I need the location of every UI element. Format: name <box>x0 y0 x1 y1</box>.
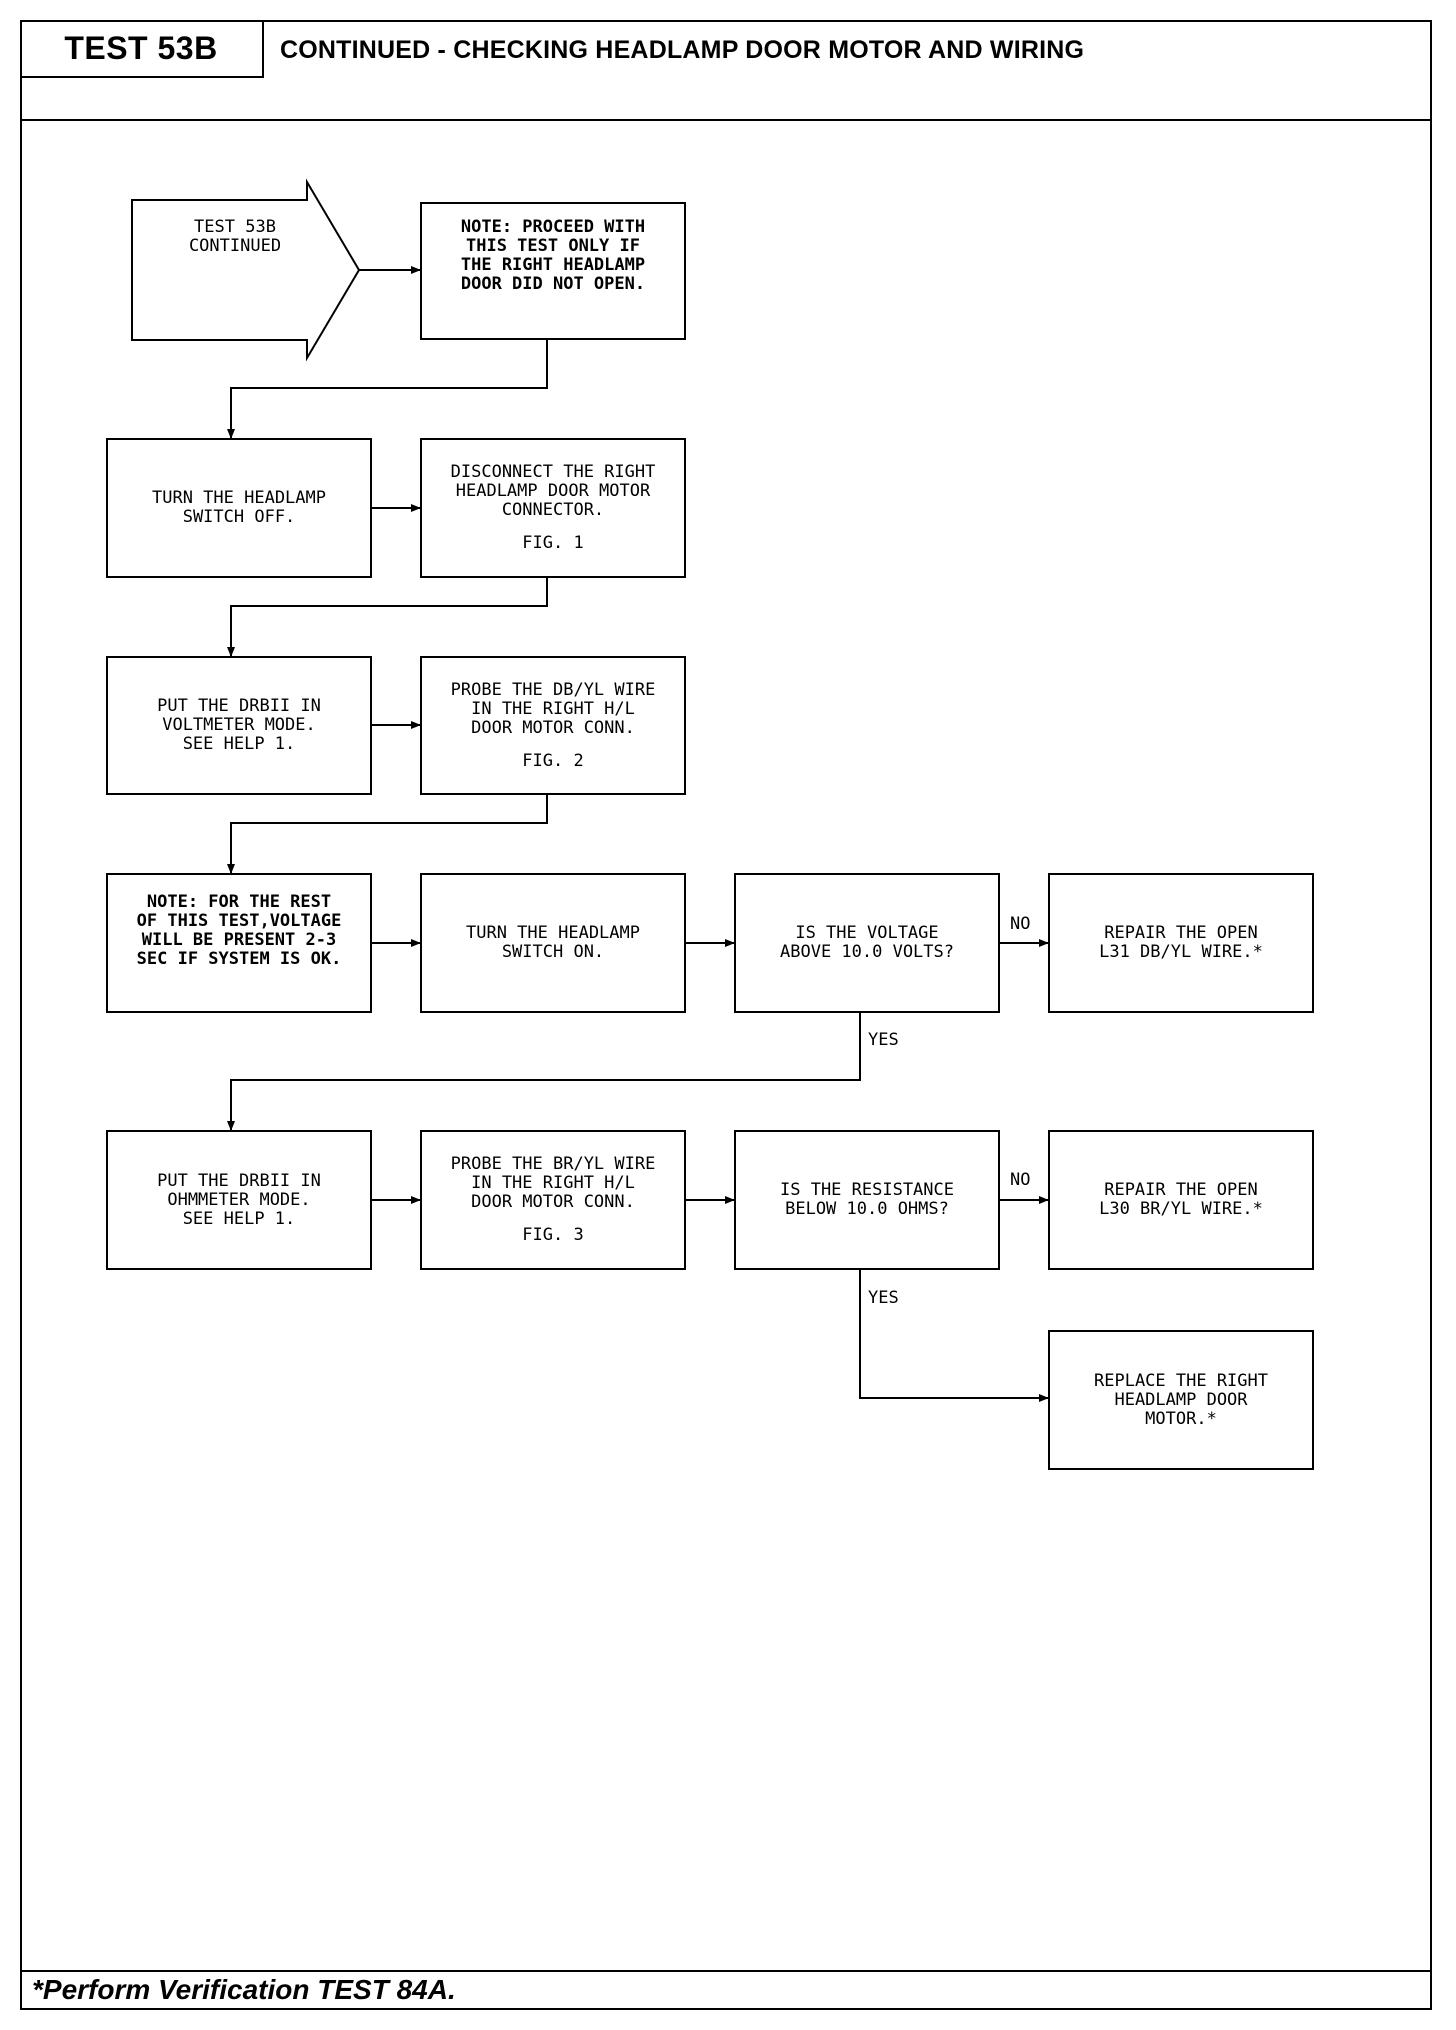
header-row <box>20 20 1432 121</box>
repair-l31-box: REPAIR THE OPEN L31 DB/YL WIRE.* <box>1048 873 1314 1013</box>
fig-2-label: FIG. 2 <box>522 750 584 771</box>
test-id: TEST 53B <box>20 20 264 78</box>
page-frame <box>20 20 1432 2010</box>
repair-l30-box: REPAIR THE OPEN L30 BR/YL WIRE.* <box>1048 1130 1314 1270</box>
replace-motor-box: REPLACE THE RIGHT HEADLAMP DOOR MOTOR.* <box>1048 1330 1314 1470</box>
connector-q-voltage-yes <box>227 1013 861 1131</box>
fig-1-label: FIG. 1 <box>522 533 584 553</box>
probe-br-yl-box: PROBE THE BR/YL WIRE IN THE RIGHT H/L DO… <box>420 1130 686 1270</box>
connector-q-resistance-yes <box>859 1270 1049 1402</box>
start-arrow-shape <box>131 178 361 362</box>
turn-switch-off-box: TURN THE HEADLAMP SWITCH OFF. <box>106 438 372 578</box>
probe-db-yl-box: PROBE THE DB/YL WIRE IN THE RIGHT H/L DO… <box>420 656 686 795</box>
question-voltage-box: IS THE VOLTAGE ABOVE 10.0 VOLTS? <box>734 873 1000 1013</box>
drbii-ohmmeter-box: PUT THE DRBII IN OHMMETER MODE. SEE HELP… <box>106 1130 372 1270</box>
disconnect-connector-text: DISCONNECT THE RIGHT HEADLAMP DOOR MOTOR… <box>450 462 656 520</box>
footer-divider <box>20 1970 1432 1972</box>
disconnect-connector-box: DISCONNECT THE RIGHT HEADLAMP DOOR MOTOR… <box>420 438 686 578</box>
no-label-resistance: NO <box>1010 1170 1031 1190</box>
connector-note-to-switch-off <box>227 340 548 439</box>
yes-label-voltage: YES <box>868 1030 899 1050</box>
turn-switch-on-box: TURN THE HEADLAMP SWITCH ON. <box>420 873 686 1013</box>
note-proceed-box: NOTE: PROCEED WITH THIS TEST ONLY IF THE… <box>420 202 686 340</box>
probe-db-yl-text: PROBE THE DB/YL WIRE IN THE RIGHT H/L DO… <box>450 679 656 738</box>
start-label: TEST 53B CONTINUED <box>188 217 282 256</box>
footer-verification-note: *Perform Verification TEST 84A. <box>32 1974 456 2005</box>
no-label-voltage: NO <box>1010 914 1031 934</box>
connector-disconnect-to-voltmeter <box>227 578 548 657</box>
question-resistance-box: IS THE RESISTANCE BELOW 10.0 OHMS? <box>734 1130 1000 1270</box>
fig-3-label: FIG. 3 <box>522 1225 584 1245</box>
note-voltage-box: NOTE: FOR THE REST OF THIS TEST,VOLTAGE … <box>106 873 372 1013</box>
page-title: CONTINUED - CHECKING HEADLAMP DOOR MOTOR… <box>280 36 1085 64</box>
probe-br-yl-text: PROBE THE BR/YL WIRE IN THE RIGHT H/L DO… <box>450 1154 656 1212</box>
connector-probe-db-to-note-voltage <box>227 795 548 874</box>
yes-label-resistance: YES <box>868 1288 899 1308</box>
drbii-voltmeter-box: PUT THE DRBII IN VOLTMETER MODE. SEE HEL… <box>106 656 372 795</box>
